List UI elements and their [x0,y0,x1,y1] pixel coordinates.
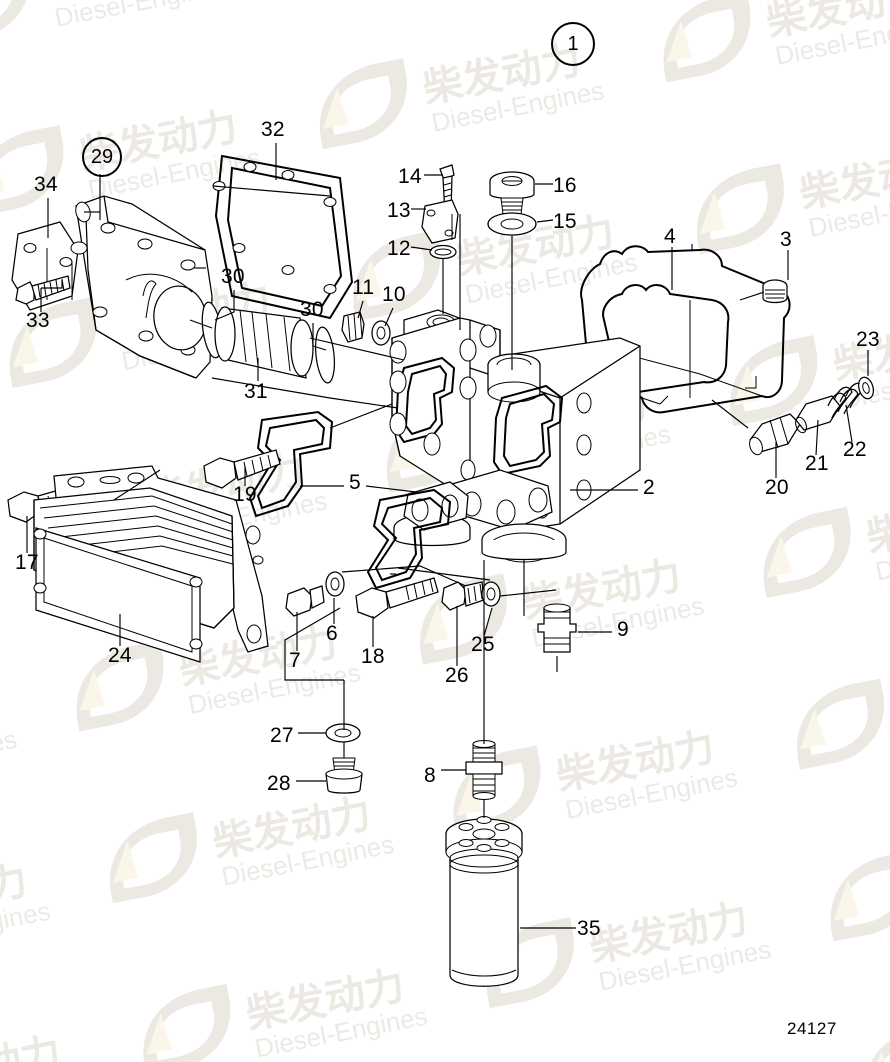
circled-ref-29: 29 [82,137,122,177]
callout-4: 4 [664,225,676,248]
callout-27: 27 [270,724,294,747]
circled-ref-1-label: 1 [567,32,579,55]
circled-ref-29-label: 29 [90,145,114,168]
callout-18: 18 [361,645,385,668]
callout-25: 25 [471,633,495,656]
callout-8: 8 [424,764,436,787]
callout-13: 13 [387,199,411,222]
callout-6: 6 [326,622,338,645]
callout-24: 24 [108,644,132,667]
callout-11: 11 [352,276,375,299]
callout-21: 21 [805,452,829,475]
callout-33: 33 [26,309,50,332]
part-6-sealing-washer [325,571,345,597]
callout-31: 31 [244,380,268,403]
callout-5: 5 [349,471,361,494]
circled-ref-1: 1 [551,22,595,66]
callout-9: 9 [617,618,629,641]
part-30-oring-right [314,326,336,384]
callout-23: 23 [856,328,880,351]
callout-35: 35 [577,917,601,940]
callout-20: 20 [765,476,789,499]
callout-7: 7 [289,649,301,672]
callout-17: 17 [15,551,39,574]
figure-number: 24127 [787,1019,837,1038]
callout-26: 26 [445,664,469,687]
callout-16: 16 [553,174,577,197]
callout-12: 12 [387,237,411,260]
callout-15: 15 [553,210,577,233]
callout-10: 10 [382,283,406,306]
callout-30-left: 30 [221,265,245,288]
callout-14: 14 [398,165,422,188]
callout-2: 2 [643,476,655,499]
callout-22: 22 [843,438,867,461]
callout-30-right: 30 [300,298,324,321]
callout-32: 32 [261,118,285,141]
part-3-plug-screw [762,279,788,304]
callout-3: 3 [780,228,792,251]
callout-19: 19 [233,483,257,506]
callout-28: 28 [267,772,291,795]
callout-34: 34 [34,173,58,196]
